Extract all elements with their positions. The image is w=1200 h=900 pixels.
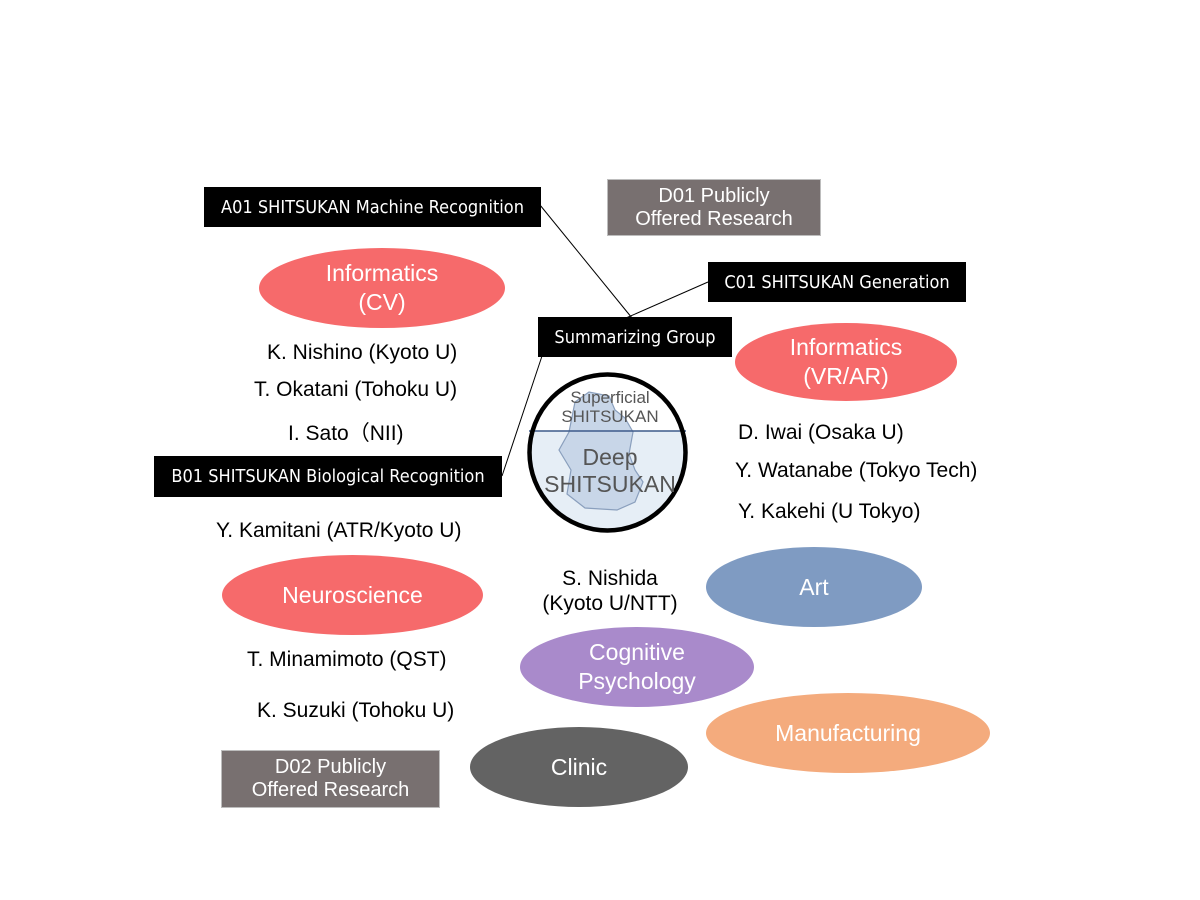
field-cognitive-psychology-line-1: Cognitive [589,639,685,665]
core-outline [527,372,688,533]
researcher-nishida-name: S. Nishida [562,567,658,590]
group-summarizing: Summarizing Group [538,317,732,357]
core-deep-label: Deep SHITSUKAN [530,444,690,498]
field-neuroscience-label: Neuroscience [282,581,423,608]
field-informatics-cv-line-2: (CV) [358,289,406,315]
field-informatics-vrar-line-2: (VR/AR) [803,363,889,389]
researcher-kamitani: Y. Kamitani (ATR/Kyoto U) [216,519,462,542]
researcher-minamimoto: T. Minamimoto (QST) [247,648,447,671]
core-deep-line-1: Deep [582,444,638,470]
d02-line-1: D02 Publicly [274,756,387,778]
group-c01-generation: C01 SHITSUKAN Generation [708,262,966,302]
researcher-sato: I. Sato（NII) [288,422,404,445]
field-manufacturing: Manufacturing [706,693,990,773]
connector-c01 [625,281,709,319]
researcher-watanabe: Y. Watanabe (Tokyo Tech) [735,459,978,482]
researcher-suzuki: K. Suzuki (Tohoku U) [257,699,455,722]
d02-line-2: Offered Research [251,779,410,801]
field-clinic: Clinic [470,727,688,807]
group-a01-label: A01 SHITSUKAN Machine Recognition [221,196,524,218]
group-a01-machine-recognition: A01 SHITSUKAN Machine Recognition [204,187,541,227]
core-superficial-line-1: Superficial [570,388,650,407]
researcher-nishida: S. Nishida (Kyoto U/NTT) [515,566,705,616]
field-neuroscience: Neuroscience [222,555,483,635]
researcher-okatani: T. Okatani (Tohoku U) [254,378,458,401]
field-informatics-vrar: Informatics (VR/AR) [735,323,957,401]
researcher-nishida-affiliation: (Kyoto U/NTT) [542,592,678,615]
group-summarizing-label: Summarizing Group [554,326,716,348]
field-informatics-cv-line-1: Informatics [325,260,439,286]
d01-line-1: D01 Publicly [658,184,770,207]
field-art: Art [706,547,922,627]
shitsukan-core-circle [527,372,688,533]
field-cognitive-psychology: Cognitive Psychology [520,627,754,707]
field-cognitive-psychology-line-2: Psychology [578,668,696,694]
researcher-nishino: K. Nishino (Kyoto U) [267,341,458,364]
iceberg-shape [558,391,644,511]
d01-line-2: Offered Research [635,207,793,230]
field-art-label: Art [799,573,829,600]
field-clinic-label: Clinic [550,753,608,780]
researcher-kakehi: Y. Kakehi (U Tokyo) [738,500,921,523]
core-deep-line-2: SHITSUKAN [544,471,676,497]
field-informatics-cv: Informatics (CV) [259,248,505,328]
field-manufacturing-label: Manufacturing [775,719,921,746]
core-superficial-line-2: SHITSUKAN [561,407,659,426]
d02-publicly-offered-box: D02 Publicly Offered Research [221,750,440,808]
group-b01-label: B01 SHITSUKAN Biological Recognition [171,466,485,487]
core-superficial-label: Superficial SHITSUKAN [530,388,690,426]
researcher-iwai: D. Iwai (Osaka U) [738,421,904,444]
d01-publicly-offered-box: D01 Publicly Offered Research [607,179,821,236]
group-b01-biological-recognition: B01 SHITSUKAN Biological Recognition [154,456,502,497]
field-informatics-vrar-line-1: Informatics [789,334,903,360]
group-c01-label: C01 SHITSUKAN Generation [724,271,950,293]
